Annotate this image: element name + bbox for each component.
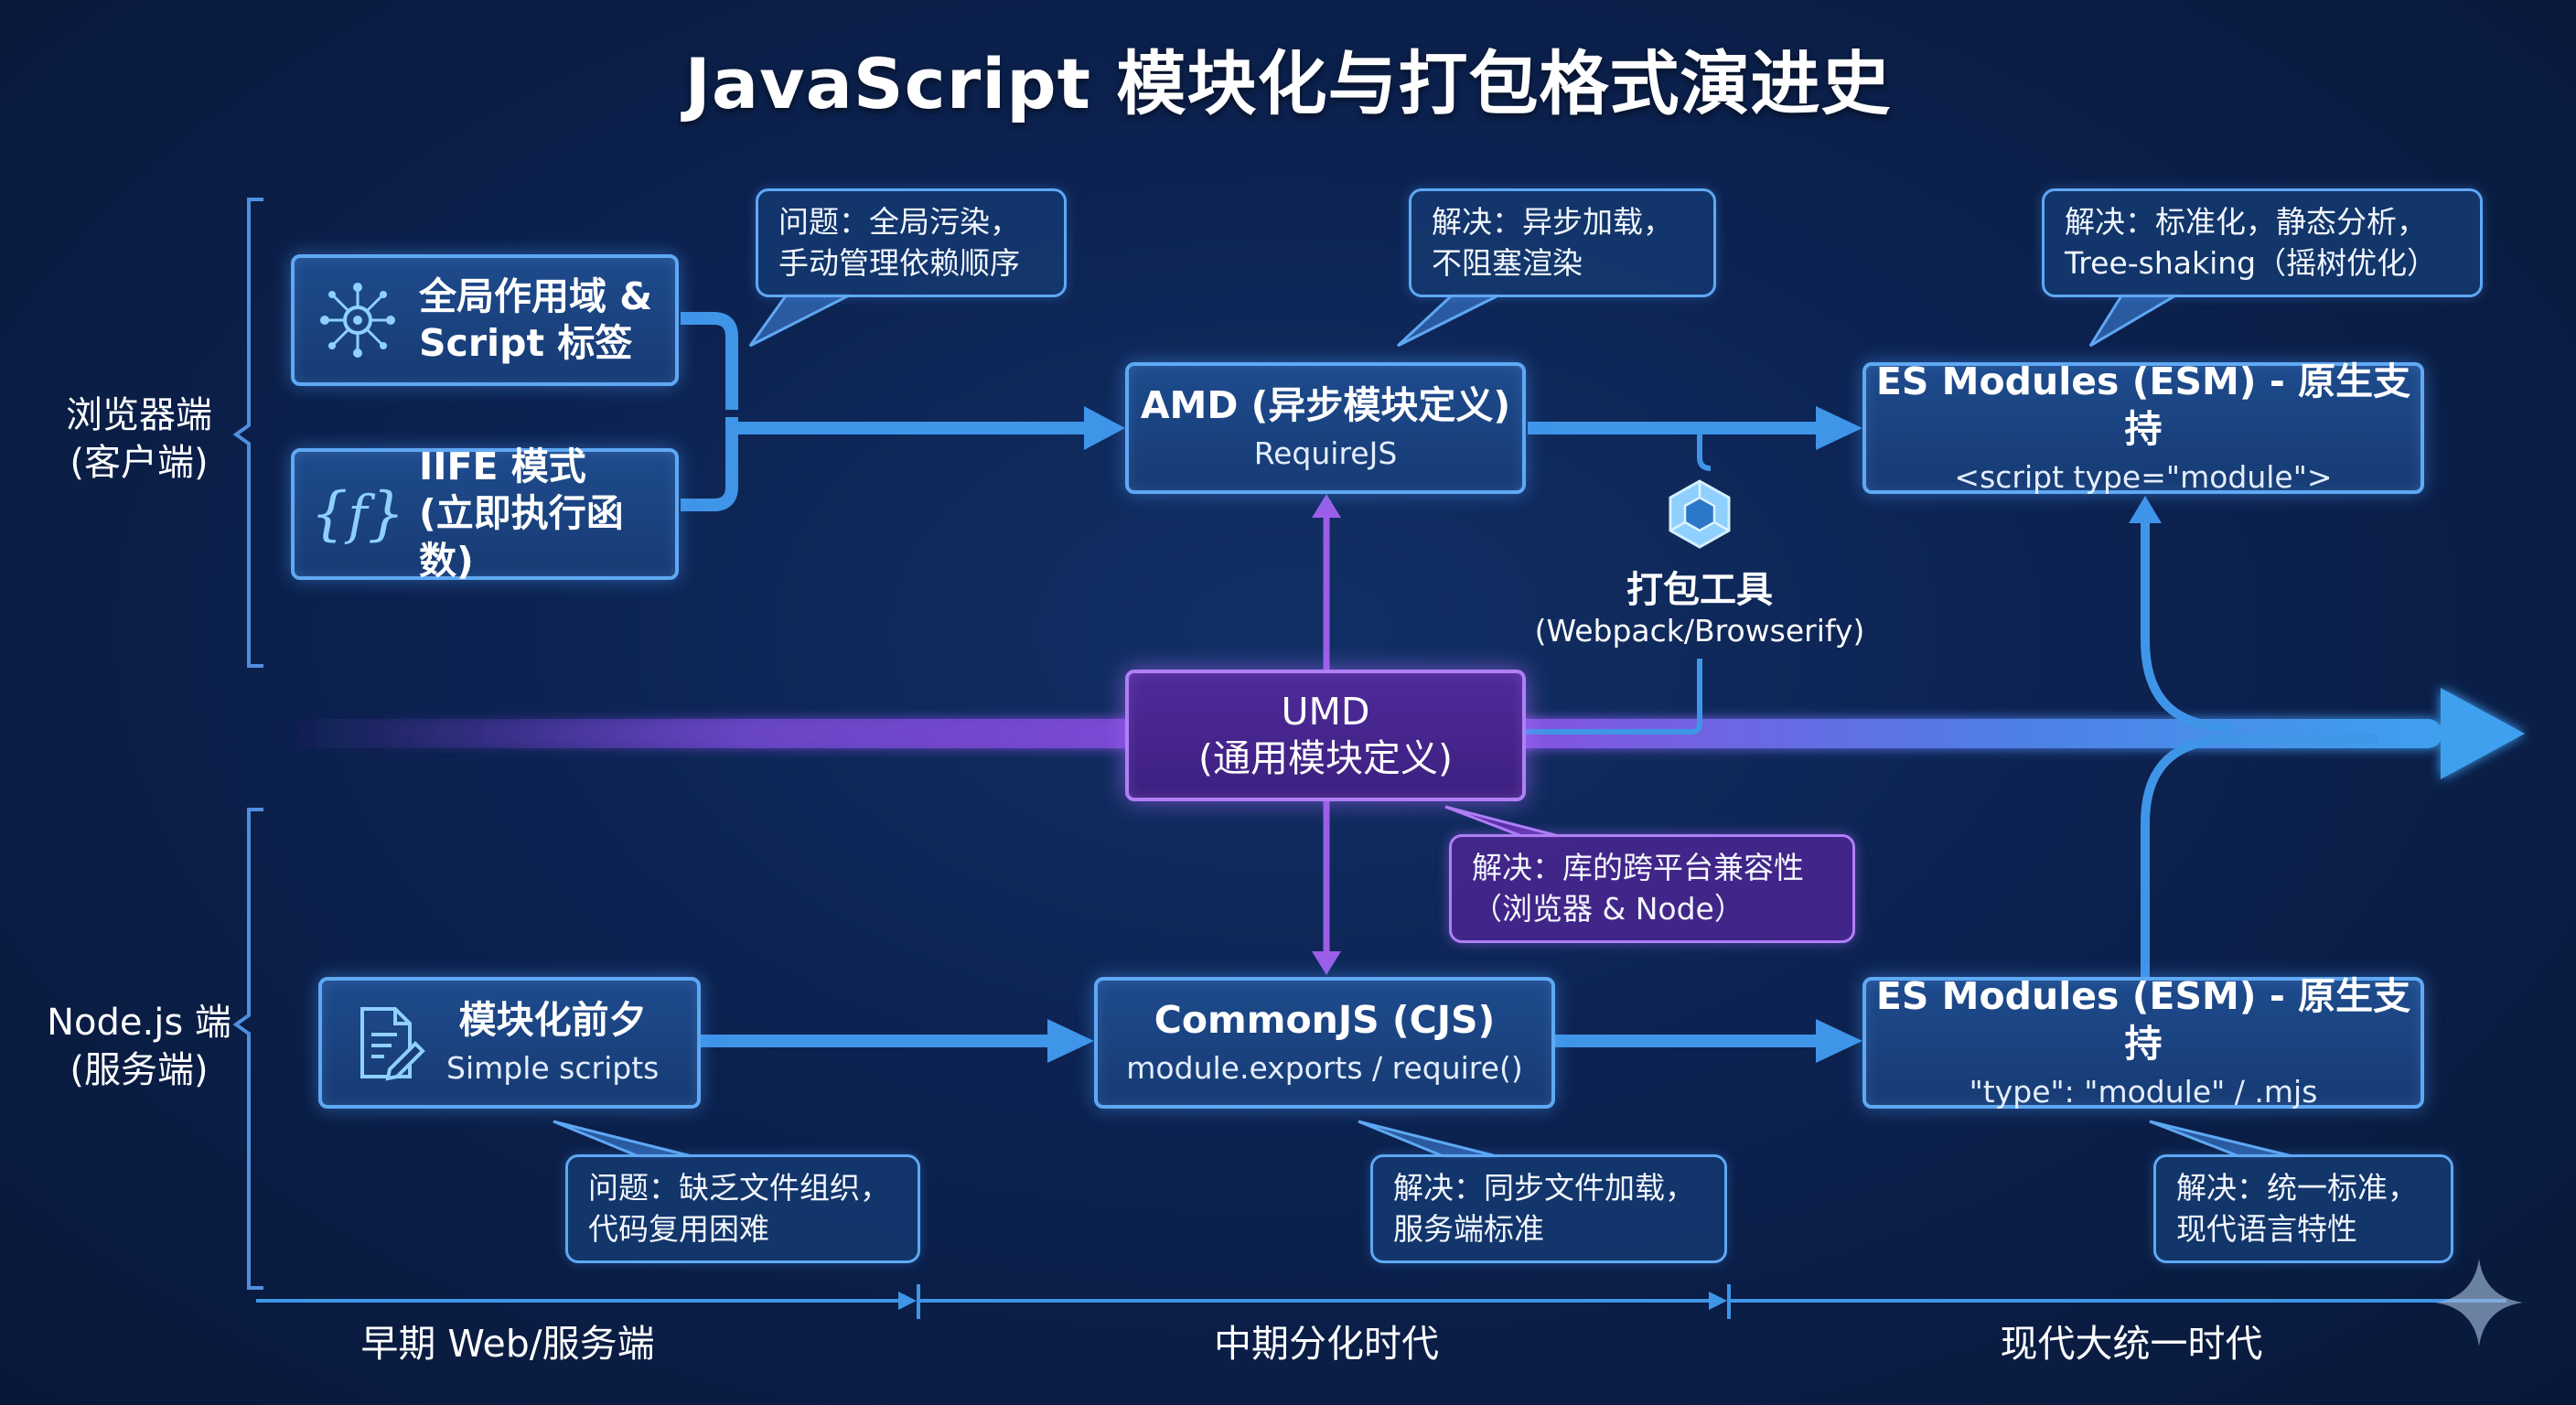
esm-solution-callout: 解决：标准化，静态分析， Tree-shaking（摇树优化）: [2042, 188, 2483, 298]
bundler-subtitle: (Webpack/Browserify): [1534, 613, 1865, 649]
umd-box: UMD (通用模块定义): [1125, 670, 1526, 801]
umd-line1: UMD: [1281, 689, 1370, 734]
umd-to-amd-arrowhead: [1312, 494, 1341, 518]
browser-side-label-line2: (客户端): [70, 442, 209, 484]
pre-to-cjs-arrowhead: [1047, 1019, 1094, 1063]
esm-solution-callout-tail: [2088, 293, 2183, 348]
cjs-solution-line2: 服务端标准: [1393, 1210, 1544, 1247]
document-edit-icon: [344, 1002, 426, 1084]
amd-subtitle: RequireJS: [1253, 435, 1398, 472]
commonjs-title: CommonJS (CJS): [1154, 997, 1496, 1042]
era-axis-arrow-2: [1709, 1292, 1727, 1310]
iife-to-merge-connector: [681, 417, 738, 511]
esm-node-solution-callout-tail: [2149, 1120, 2297, 1159]
iife-line1: IIFE 模式: [419, 445, 586, 489]
global-scope-line1: 全局作用域 &: [419, 273, 653, 318]
bundler-lower-connector: [1526, 659, 1702, 735]
node-bracket: [232, 808, 263, 1290]
pre-module-text: 模块化前夕 Simple scripts: [446, 997, 659, 1089]
global-problem-callout-tail: [748, 293, 852, 348]
iife-line2: (立即执行函数): [419, 491, 624, 583]
esm-node-box: ES Modules (ESM) - 原生支持 "type": "module"…: [1862, 974, 2424, 1110]
cjs-solution-callout: 解决：同步文件加载， 服务端标准: [1370, 1154, 1727, 1264]
global-scope-text: 全局作用域 & Script 标签: [419, 273, 652, 368]
amd-solution-callout-tail: [1396, 293, 1501, 348]
umd-solution-callout: 解决：库的跨平台兼容性 （浏览器 & Node）: [1449, 834, 1855, 944]
pre-problem-callout: 问题：缺乏文件组织， 代码复用困难: [565, 1154, 920, 1264]
era-label-early: 早期 Web/服务端: [360, 1322, 655, 1366]
function-icon-glyph: {f}: [310, 480, 405, 548]
era-label-modern: 现代大统一时代: [2000, 1322, 2263, 1366]
commonjs-box: CommonJS (CJS) module.exports / require(…: [1094, 977, 1555, 1109]
era-axis-arrow-1: [898, 1292, 917, 1310]
pre-module-subtitle: Simple scripts: [446, 1050, 660, 1087]
pre-module-box: 模块化前夕 Simple scripts: [318, 977, 701, 1109]
esm-solution-line2: Tree-shaking（摇树优化）: [2065, 244, 2438, 281]
esm-node-solution-callout: 解决：统一标准， 现代语言特性: [2153, 1154, 2453, 1264]
esm-node-subtitle: "type": "module" / .mjs: [1969, 1073, 2318, 1110]
esm-node-to-timeline: [2141, 735, 2378, 981]
timeline-arrowhead: [2441, 688, 2525, 779]
global-problem-callout: 问题：全局污染， 手动管理依赖顺序: [756, 188, 1067, 298]
amd-title: AMD (异步模块定义): [1140, 382, 1511, 427]
esm-node-solution-line1: 解决：统一标准，: [2176, 1170, 2418, 1206]
amd-solution-callout: 解决：异步加载， 不阻塞渲染: [1409, 188, 1716, 298]
amd-to-esm-arrowhead: [1816, 406, 1862, 450]
cjs-solution-callout-tail: [1358, 1120, 1501, 1159]
esm-browser-up-arrowhead: [2129, 496, 2162, 523]
node-side-label: Node.js 端 (服务端): [29, 999, 249, 1094]
diagram-title: JavaScript 模块化与打包格式演进史: [684, 43, 1892, 124]
amd-box: AMD (异步模块定义) RequireJS: [1125, 362, 1526, 494]
esm-browser-title: ES Modules (ESM) - 原生支持: [1875, 359, 2411, 451]
esm-node-solution-line2: 现代语言特性: [2176, 1210, 2357, 1247]
global-to-merge-connector: [681, 312, 738, 410]
era-label-middle: 中期分化时代: [1214, 1322, 1439, 1366]
iife-box: {f} IIFE 模式 (立即执行函数): [291, 445, 679, 583]
browser-bracket: [232, 198, 263, 668]
cjs-to-esm-node-arrowhead: [1816, 1019, 1862, 1063]
browser-side-label: 浏览器端 (客户端): [48, 391, 231, 487]
pre-module-title: 模块化前夕: [458, 997, 647, 1042]
umd-to-cjs-arrowhead: [1312, 951, 1341, 975]
iife-text: IIFE 模式 (立即执行函数): [419, 444, 675, 585]
node-side-label-line2: (服务端): [70, 1049, 209, 1091]
esm-browser-box: ES Modules (ESM) - 原生支持 <script type="mo…: [1862, 359, 2424, 495]
sparkle-icon: [2435, 1259, 2523, 1346]
umd-line2: (通用模块定义): [1198, 736, 1453, 780]
umd-solution-callout-tail: [1444, 805, 1563, 839]
global-problem-line2: 手动管理依赖顺序: [778, 244, 1020, 281]
pre-problem-callout-tail: [553, 1120, 696, 1159]
merge-to-amd-arrowhead: [1084, 406, 1125, 450]
esm-solution-line1: 解决：标准化，静态分析，: [2065, 204, 2427, 240]
bundler-label: 打包工具 (Webpack/Browserify): [1520, 560, 1879, 649]
bundler-title: 打包工具: [1626, 569, 1773, 611]
network-globe-icon: [317, 279, 399, 361]
esm-node-title: ES Modules (ESM) - 原生支持: [1875, 974, 2411, 1066]
function-icon: {f}: [311, 473, 405, 555]
amd-solution-line1: 解决：异步加载，: [1432, 204, 1673, 240]
global-scope-line2: Script 标签: [419, 321, 633, 365]
bundler-cube-icon: [1669, 479, 1731, 549]
esm-browser-subtitle: <script type="module">: [1954, 458, 2333, 495]
umd-solution-line2: （浏览器 & Node）: [1472, 890, 1744, 927]
cjs-solution-line1: 解决：同步文件加载，: [1393, 1170, 1695, 1206]
commonjs-subtitle: module.exports / require(): [1126, 1050, 1523, 1087]
global-problem-line1: 问题：全局污染，: [778, 204, 1020, 240]
pre-problem-line1: 问题：缺乏文件组织，: [588, 1170, 890, 1206]
browser-side-label-line1: 浏览器端: [66, 394, 212, 436]
amd-solution-line2: 不阻塞渲染: [1432, 244, 1583, 281]
pre-problem-line2: 代码复用困难: [588, 1210, 769, 1247]
bundler-upper-connector: [1697, 430, 1712, 471]
umd-solution-line1: 解决：库的跨平台兼容性: [1472, 850, 1804, 885]
global-scope-box: 全局作用域 & Script 标签: [291, 254, 679, 386]
timeline-to-esm-browser: [2141, 518, 2233, 732]
node-side-label-line1: Node.js 端: [47, 1002, 231, 1044]
